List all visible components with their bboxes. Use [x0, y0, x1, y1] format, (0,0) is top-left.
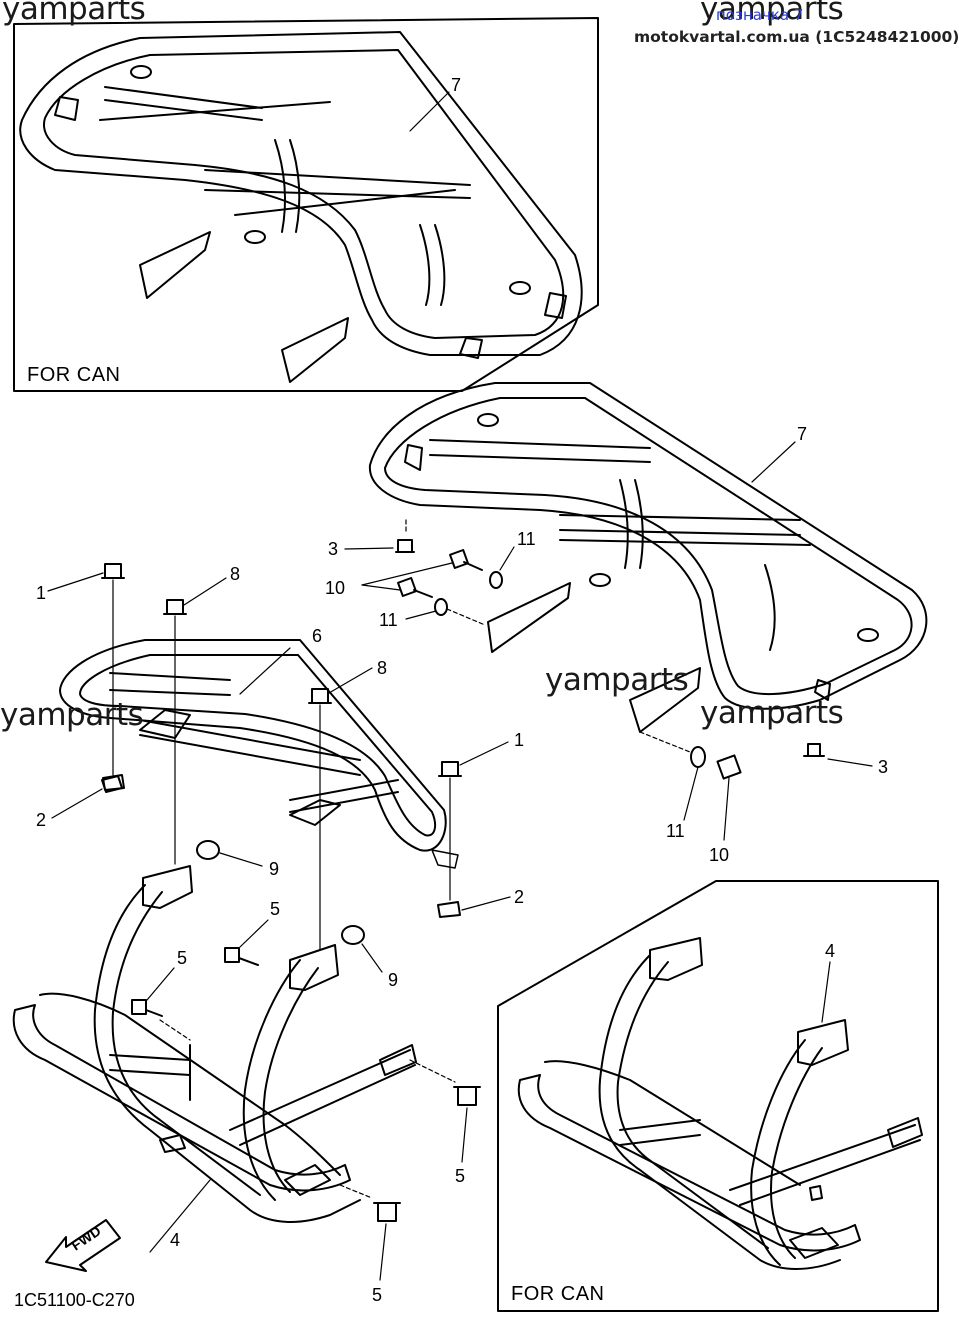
rear-carrier-main — [368, 382, 928, 733]
callout-3: 3 — [878, 757, 889, 777]
nut-2b — [437, 901, 461, 918]
cap-9a — [196, 840, 220, 860]
front-guard-can — [517, 937, 923, 1270]
nut-2a — [102, 774, 125, 791]
bolt-1a — [101, 563, 125, 579]
watermark: yamparts — [700, 0, 844, 27]
diagram-code: 1C51100-C270 — [14, 1290, 135, 1310]
bolt-8b — [308, 688, 332, 704]
callout-5: 5 — [372, 1285, 383, 1305]
washer-11b — [434, 598, 448, 616]
hint-text: позначка 7 — [716, 6, 804, 24]
bolt-3b — [803, 743, 825, 757]
carrier-6 — [59, 639, 447, 852]
bolt-3a — [395, 539, 415, 553]
watermark: yamparts — [2, 0, 146, 27]
callout-9: 9 — [269, 859, 280, 879]
bolt-5b — [131, 999, 163, 1017]
leader-7-top — [409, 91, 450, 132]
callout-5: 5 — [270, 899, 281, 919]
callout-7: 7 — [797, 424, 808, 444]
callout-5: 5 — [177, 948, 188, 968]
callout-8: 8 — [377, 658, 388, 678]
bolt-10b — [397, 577, 433, 598]
leader-7-main — [751, 441, 796, 483]
callout-7: 7 — [451, 75, 462, 95]
callout-10: 10 — [709, 845, 730, 865]
front-guard-main — [12, 865, 417, 1223]
callout-11: 11 — [517, 529, 536, 549]
inset-frame-bottom — [497, 880, 939, 1312]
callout-2: 2 — [36, 810, 47, 830]
fwd-arrow-icon — [45, 1219, 121, 1272]
washer-11c — [690, 746, 706, 768]
inset-caption-bottom: FOR CAN — [511, 1283, 605, 1305]
watermark: yamparts — [0, 697, 144, 733]
callout-11: 11 — [666, 821, 685, 841]
washer-11a — [489, 571, 503, 589]
bolt-5a — [224, 947, 259, 966]
inset-frame-top — [13, 17, 599, 392]
callout-1: 1 — [514, 730, 525, 750]
watermark: yamparts — [700, 695, 844, 731]
callout-1: 1 — [36, 583, 47, 603]
callout-6: 6 — [312, 626, 323, 646]
callout-11: 11 — [379, 610, 398, 630]
inset-caption-top: FOR CAN — [27, 364, 121, 386]
callout-4: 4 — [825, 941, 836, 961]
callout-3: 3 — [328, 539, 339, 559]
callout-8: 8 — [230, 564, 241, 584]
bolt-1b — [438, 761, 462, 777]
bolt-8a — [163, 599, 187, 615]
callout-10: 10 — [325, 578, 346, 598]
callout-2: 2 — [514, 887, 525, 907]
bolt-10c — [716, 754, 742, 780]
site-url: motokvartal.com.ua (1C5248421000) — [634, 28, 959, 46]
bolt-10a — [449, 549, 483, 571]
callout-5: 5 — [455, 1166, 466, 1186]
callout-4: 4 — [170, 1230, 181, 1250]
rear-carrier-can — [19, 31, 583, 383]
bolt-5c — [453, 1086, 481, 1106]
cap-9b — [341, 925, 365, 945]
bolt-5d — [373, 1202, 401, 1222]
watermark: yamparts — [545, 662, 689, 698]
callout-9: 9 — [388, 970, 399, 990]
